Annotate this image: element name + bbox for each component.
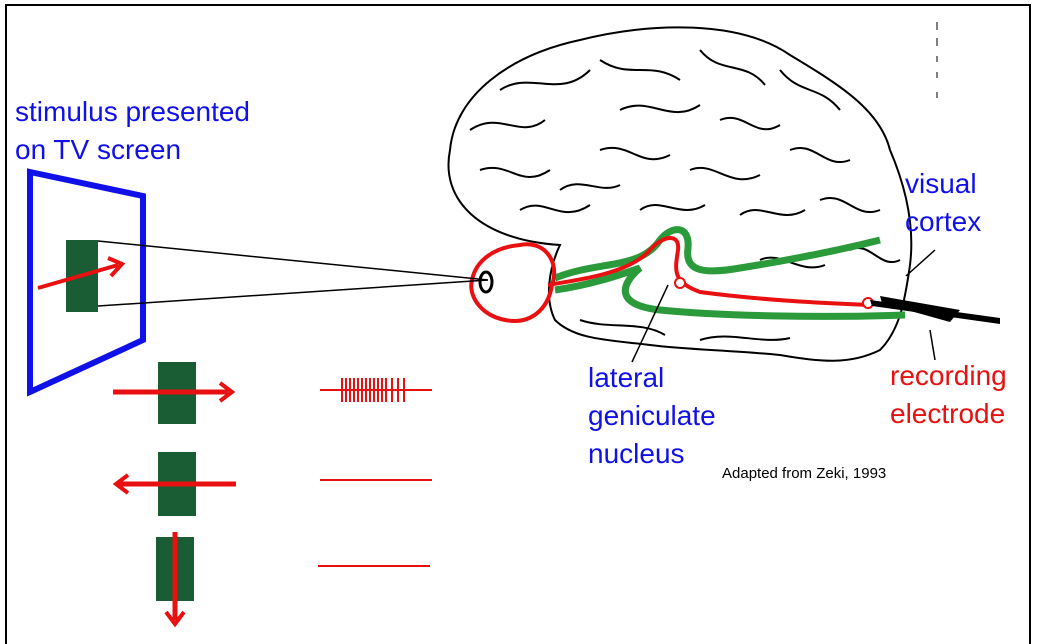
lgn-cell-icon: [675, 278, 685, 288]
condition-downward: [156, 532, 430, 624]
source-credit: Adapted from Zeki, 1993: [722, 466, 886, 481]
visual-cortex-label-line2: cortex: [905, 208, 981, 236]
visual-pathway-green-band: [555, 230, 880, 278]
lgn-label-line3: nucleus: [588, 440, 685, 468]
electrode-pointer: [930, 330, 935, 360]
pupil-icon: [480, 272, 492, 292]
condition-rightward: [113, 362, 432, 424]
lgn-pointer: [632, 285, 668, 362]
lgn-label-line1: lateral: [588, 364, 664, 392]
stimulus-label-line2: on TV screen: [15, 136, 181, 164]
projection-line-bottom: [98, 280, 488, 306]
condition-leftward: [116, 452, 432, 516]
visual-pathway-green-band-lower: [555, 268, 905, 316]
visual-pathway-diagram: [0, 0, 1043, 629]
projection-line-top: [98, 241, 488, 280]
eye-icon: [471, 244, 554, 321]
electrode-label-line1: recording: [890, 362, 1007, 390]
visual-cortex-label-line1: visual: [905, 170, 977, 198]
stimulus-label-line1: stimulus presented: [15, 98, 250, 126]
electrode-label-line2: electrode: [890, 400, 1005, 428]
lgn-label-line2: geniculate: [588, 402, 716, 430]
